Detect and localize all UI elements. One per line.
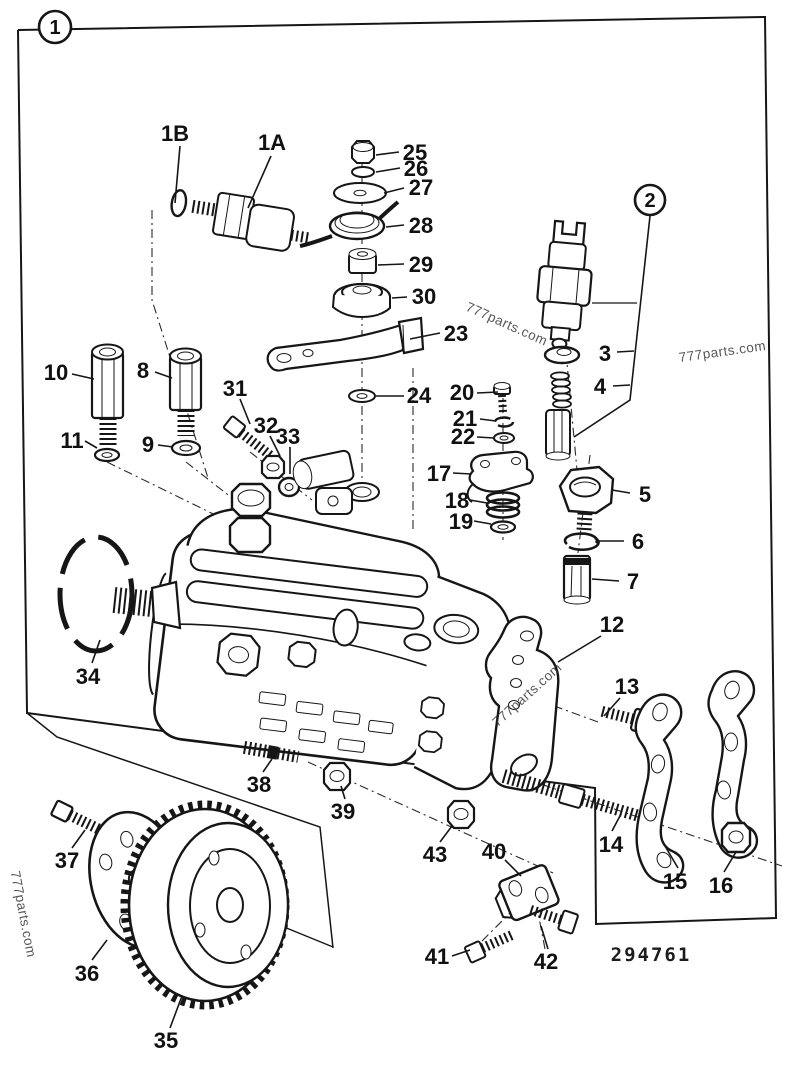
part-label-29: 29 <box>409 252 433 277</box>
part-43-nut <box>446 799 476 830</box>
part-label-31: 31 <box>223 376 247 401</box>
part-label-40: 40 <box>482 839 506 864</box>
part-7-filter <box>562 554 592 605</box>
part-8-standoff <box>168 347 203 436</box>
watermark-2: 777parts.com <box>678 338 767 365</box>
part-label-4: 4 <box>594 374 607 399</box>
assembly-ref-1-number: 1 <box>49 17 60 39</box>
part-24-washer <box>348 389 376 403</box>
leader-lines <box>71 145 737 1029</box>
diagram-frame <box>17 15 778 949</box>
part-label-39: 39 <box>331 799 355 824</box>
part-label-7: 7 <box>627 569 639 594</box>
part-label-15: 15 <box>663 869 687 894</box>
part-label-20: 20 <box>450 380 474 405</box>
part-label-30: 30 <box>412 284 436 309</box>
part-39-nut <box>322 761 352 792</box>
part-label-9: 9 <box>142 432 154 457</box>
part-label-1A: 1A <box>258 130 286 155</box>
part-31-bolt <box>222 415 274 460</box>
part-label-27: 27 <box>409 175 433 200</box>
part-26-washer <box>351 166 375 178</box>
part-label-23: 23 <box>444 321 468 346</box>
part-41-bolt <box>464 930 514 964</box>
part-9-washer <box>170 439 202 457</box>
part-label-34: 34 <box>76 664 101 689</box>
part-12-flange <box>484 615 560 792</box>
part-label-37: 37 <box>55 848 79 873</box>
part-35-gear <box>120 800 290 1010</box>
part-1a-sensor-switch <box>170 189 310 252</box>
part-label-21: 21 <box>453 406 477 431</box>
part-label-16: 16 <box>709 873 733 898</box>
part-label-6: 6 <box>632 529 644 554</box>
part-15-plate <box>634 693 685 884</box>
part-label-8: 8 <box>137 358 149 383</box>
parts-layer <box>50 140 759 1010</box>
part-19-washer <box>489 520 517 534</box>
part-label-25: 25 <box>403 140 427 165</box>
part-label-32: 32 <box>254 413 278 438</box>
part-label-43: 43 <box>423 842 447 867</box>
part-label-10: 10 <box>44 360 68 385</box>
assembly-ref-2-number: 2 <box>644 190 655 212</box>
part-pump-body <box>148 507 513 791</box>
part-17-bracket <box>466 450 534 503</box>
part-label-33: 33 <box>276 424 300 449</box>
part-label-42: 42 <box>534 949 558 974</box>
part-21-lock-washer <box>493 416 515 428</box>
assembly-ref-2: 2 <box>633 183 667 217</box>
part-37-bolt <box>50 799 102 835</box>
part-label-3: 3 <box>599 341 611 366</box>
part-20-screw <box>493 382 511 414</box>
part-32-nut <box>260 454 286 480</box>
part-5-plug <box>558 465 615 531</box>
part-label-28: 28 <box>409 213 433 238</box>
part-pump-shaft <box>112 580 182 630</box>
part-label-41: 41 <box>425 944 449 969</box>
part-label-24: 24 <box>407 383 432 408</box>
part-10-standoff <box>90 343 125 446</box>
watermark-4: 777parts.com <box>8 870 39 959</box>
part-28-torsion-spring <box>299 200 400 248</box>
part-label-14: 14 <box>599 832 624 857</box>
part-label-26: 26 <box>404 156 428 181</box>
part-4-spring-plunger <box>545 371 572 461</box>
part-label-1B: 1B <box>161 121 189 146</box>
part-label-19: 19 <box>449 509 473 534</box>
assembly-ref-1: 1 <box>37 9 73 45</box>
part-38-stud <box>242 740 300 763</box>
part-30-hub <box>331 282 392 319</box>
part-6-oring <box>563 532 600 552</box>
part-40-bracket <box>494 864 560 922</box>
part-label-13: 13 <box>615 674 639 699</box>
part-2-solenoid <box>536 219 593 350</box>
part-label-17: 17 <box>427 461 451 486</box>
part-label-12: 12 <box>600 612 624 637</box>
part-label-22: 22 <box>451 424 475 449</box>
part-27-washer <box>333 182 387 204</box>
part-label-11: 11 <box>60 428 83 453</box>
part-3-washer <box>543 345 581 365</box>
part-16-plate-and-nut <box>707 670 759 859</box>
part-23-lever <box>266 316 425 372</box>
part-11-washer <box>93 447 121 463</box>
part-label-18: 18 <box>445 488 469 513</box>
part-42-bolt <box>529 905 579 935</box>
part-22-washer <box>493 432 515 444</box>
part-label-35: 35 <box>154 1028 178 1053</box>
part-18-spring <box>485 491 521 519</box>
part-label-38: 38 <box>247 772 271 797</box>
part-pump-top-plugs <box>228 449 380 554</box>
watermark-1: 777parts.com <box>464 299 550 348</box>
drawing-number: 294761 <box>611 944 692 966</box>
part-25-nut <box>351 140 375 164</box>
part-label-5: 5 <box>639 482 651 507</box>
part-29-bushing <box>348 248 377 274</box>
part-label-36: 36 <box>75 961 99 986</box>
